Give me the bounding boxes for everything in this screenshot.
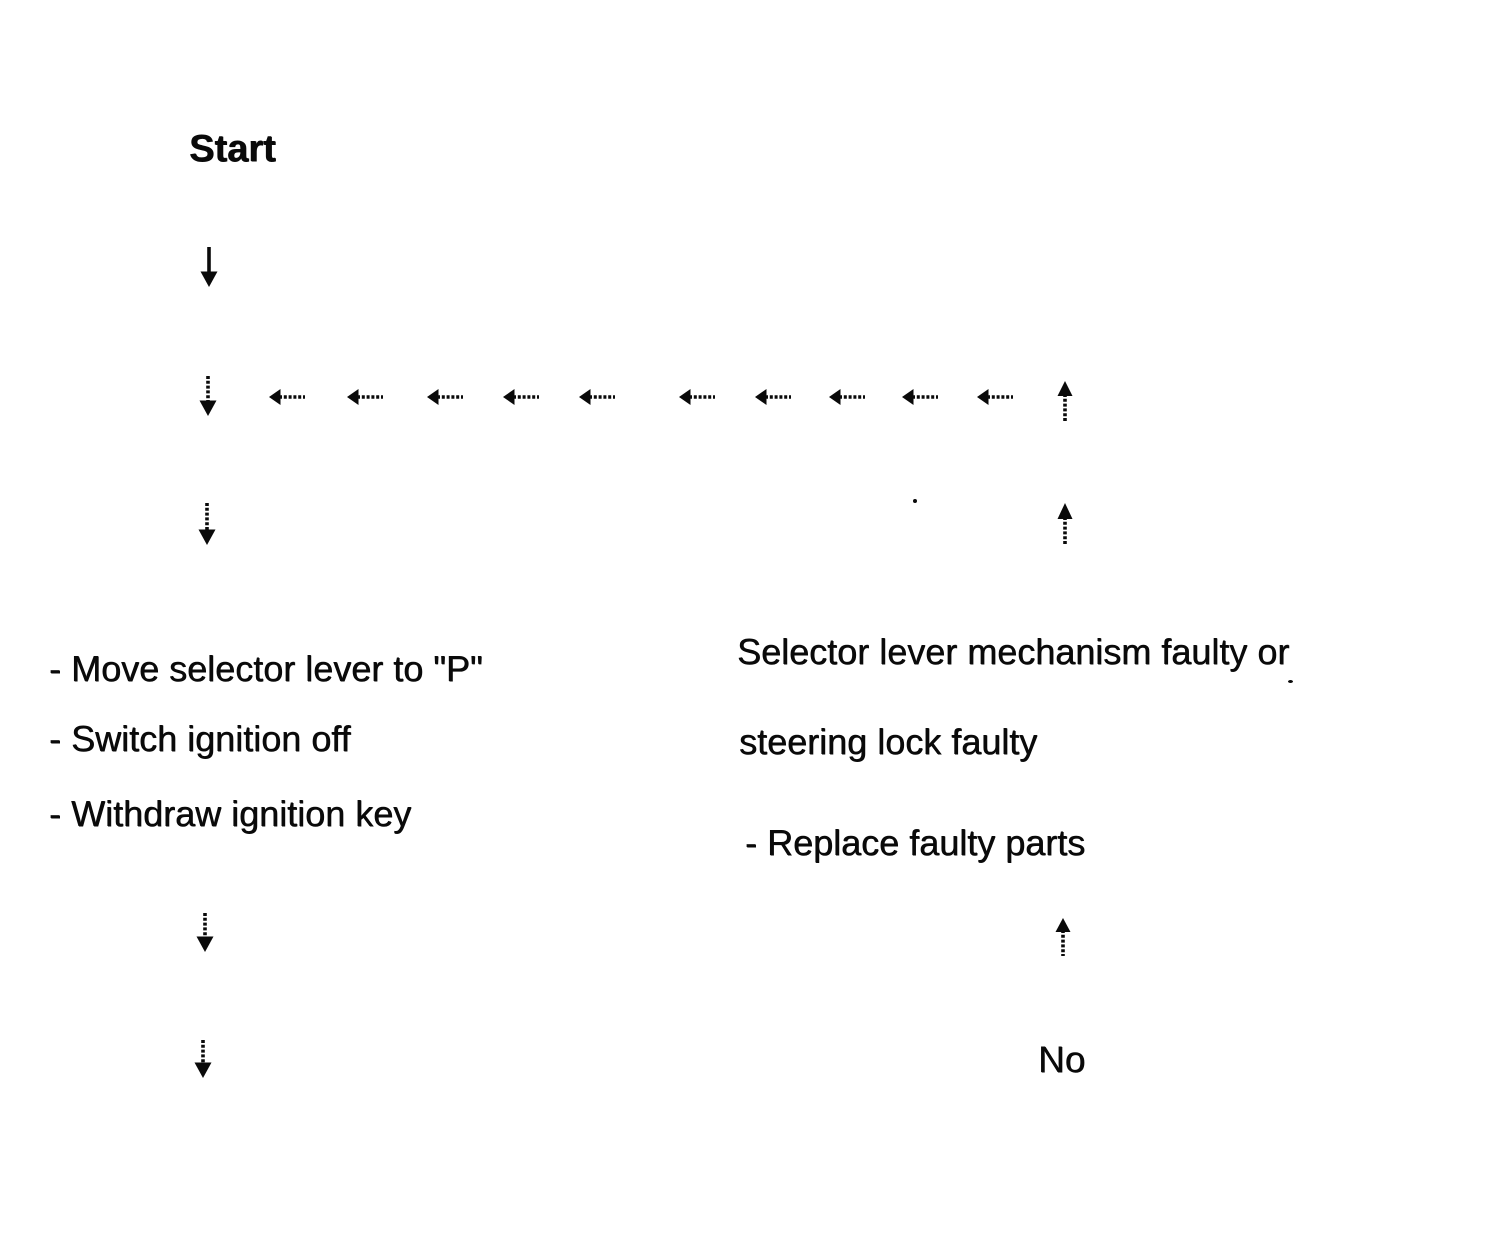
down-arrow-icon xyxy=(196,913,214,952)
step-line: - Switch ignition off xyxy=(49,718,351,759)
fault-note-line: - Replace faulty parts xyxy=(745,822,1086,863)
scan-speck xyxy=(1288,680,1293,683)
left-arrow-icon xyxy=(503,389,539,405)
scan-speck xyxy=(913,499,917,503)
up-arrow-icon xyxy=(1057,381,1073,422)
up-arrow-icon xyxy=(1055,918,1071,956)
fault-note-line: Selector lever mechanism faulty or xyxy=(737,631,1290,672)
left-arrow-icon xyxy=(902,389,938,405)
step-line: - Move selector lever to "P" xyxy=(49,648,483,689)
down-arrow-icon xyxy=(198,503,216,545)
no-label: No xyxy=(1038,1039,1086,1080)
left-arrow-icon xyxy=(977,389,1013,405)
left-arrow-icon xyxy=(829,389,865,405)
step-line: - Withdraw ignition key xyxy=(49,793,412,834)
down-arrow-icon xyxy=(200,247,218,287)
left-arrow-icon xyxy=(579,389,615,405)
left-arrow-icon xyxy=(427,389,463,405)
down-arrow-icon xyxy=(194,1040,212,1078)
left-arrow-icon xyxy=(347,389,383,405)
start-label: Start xyxy=(189,128,276,170)
left-arrow-icon xyxy=(679,389,715,405)
down-arrow-icon xyxy=(199,376,217,416)
left-arrow-icon xyxy=(755,389,791,405)
fault-note-line: steering lock faulty xyxy=(739,721,1038,762)
up-arrow-icon xyxy=(1057,503,1073,545)
left-arrow-icon xyxy=(269,389,305,405)
